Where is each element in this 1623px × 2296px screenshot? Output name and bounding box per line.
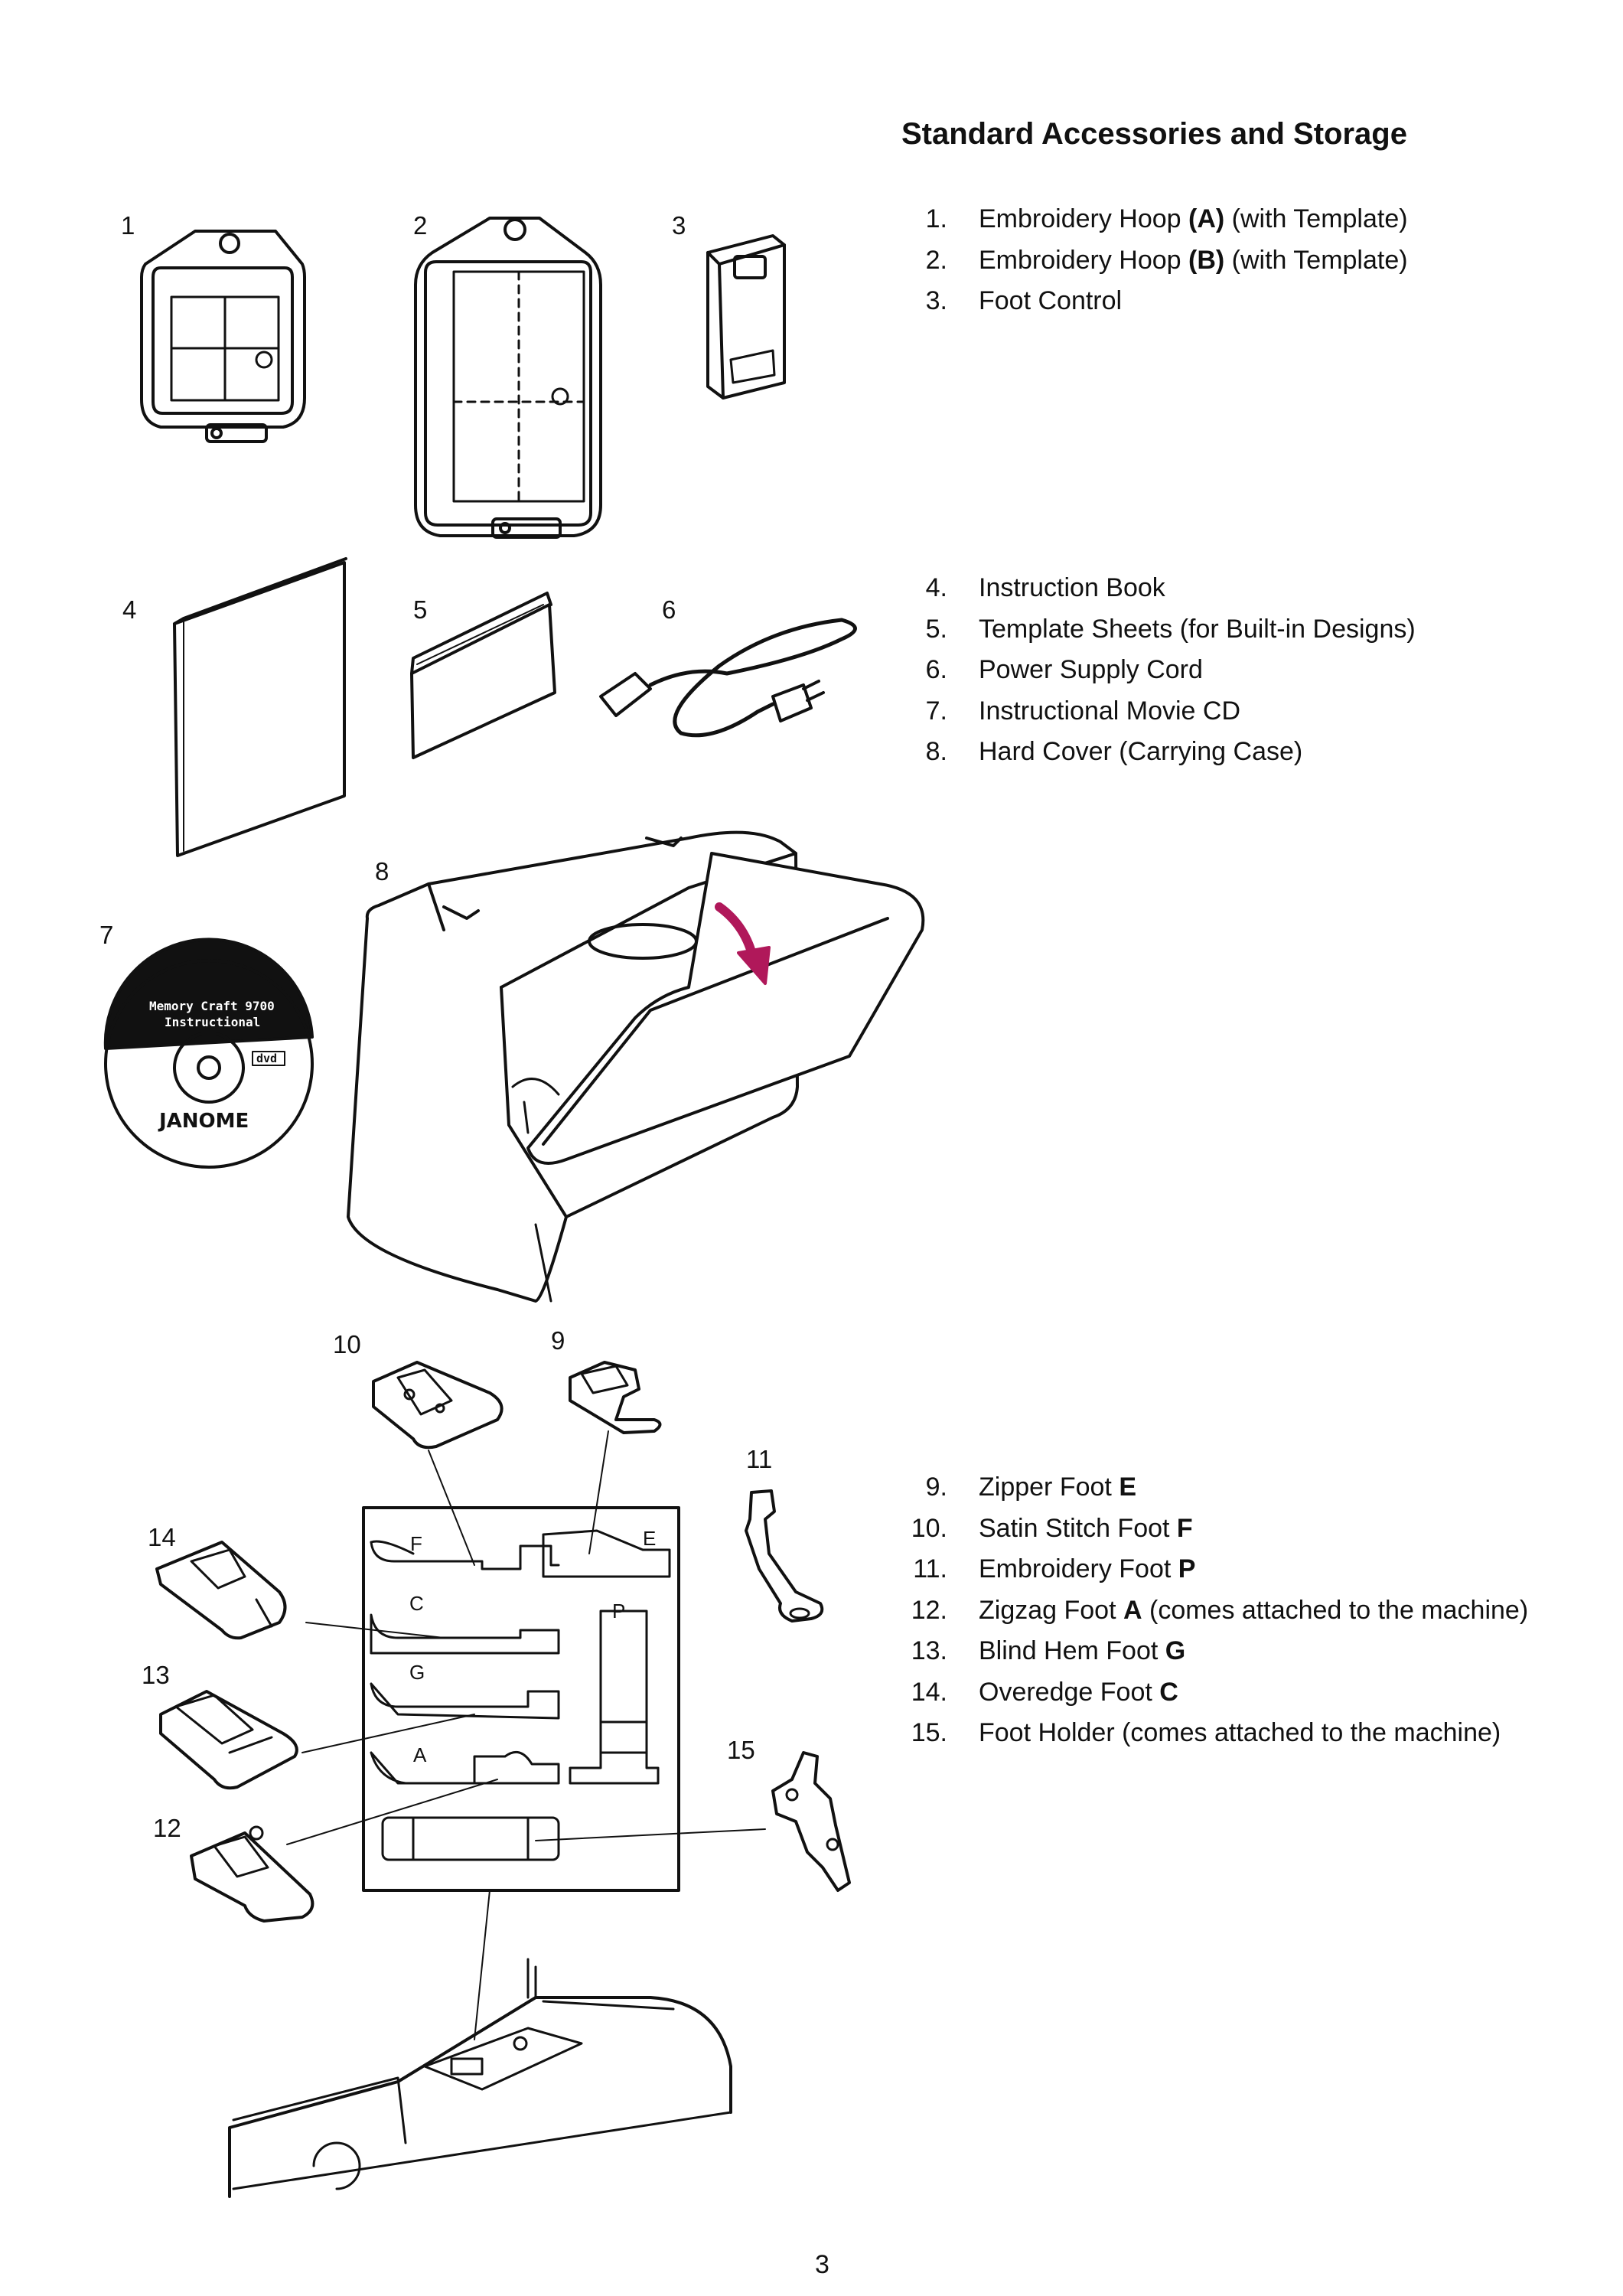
slot-label-f: F <box>410 1532 422 1555</box>
list-item: 4. Instruction Book <box>901 568 1621 609</box>
item-text: Satin Stitch Foot F <box>979 1513 1193 1543</box>
figure-label-14: 14 <box>148 1523 176 1551</box>
figure-label-10: 10 <box>333 1330 361 1358</box>
sewing-machine-bed-icon <box>228 1958 732 2198</box>
accessory-list-2: 4. Instruction Book 5. Template Sheets (fo… <box>901 568 1621 773</box>
figure-label-13: 13 <box>142 1661 170 1689</box>
item-number: 8. <box>925 737 947 766</box>
list-item: 14. Overedge Foot C <box>901 1672 1621 1714</box>
item-text: Foot Holder (comes attached to the machi… <box>979 1718 1501 1747</box>
item-number: 12. <box>911 1595 947 1625</box>
item-text: Zigzag Foot A (comes attached to the mac… <box>979 1595 1529 1625</box>
item-number: 7. <box>925 696 947 726</box>
figure-label-15: 15 <box>727 1736 755 1764</box>
figure-label-3: 3 <box>672 211 686 240</box>
item-number: 9. <box>925 1473 947 1502</box>
list-item: 7. Instructional Movie CD <box>901 691 1621 732</box>
power-cord-icon <box>599 618 857 738</box>
item-text: Embroidery Hoop (B) (with Template) <box>979 245 1408 275</box>
item-number: 2. <box>925 245 947 275</box>
figure-label-11: 11 <box>746 1445 773 1473</box>
leader-lines <box>286 1430 766 2040</box>
item-number: 6. <box>925 655 947 684</box>
embroidery-hoop-b-icon <box>414 217 602 539</box>
template-sheets-icon <box>410 592 556 759</box>
item-text: Instructional Movie CD <box>979 696 1241 726</box>
item-text: Power Supply Cord <box>979 655 1203 684</box>
item-text: Embroidery Foot P <box>979 1554 1196 1583</box>
accessory-list-3: 9. Zipper Foot E 10. Satin Stitch Foot F 1… <box>901 1467 1621 1754</box>
list-item: 3. Foot Control <box>901 281 1621 322</box>
figure-label-5: 5 <box>413 595 428 624</box>
figure-label-1: 1 <box>121 211 135 240</box>
satin-stitch-foot-icon <box>372 1361 504 1450</box>
page-number: 3 <box>815 2250 829 2279</box>
item-number: 4. <box>925 573 947 602</box>
hard-cover-case-icon <box>347 830 925 1303</box>
item-number: 10. <box>911 1513 947 1543</box>
figure-label-2: 2 <box>413 211 428 240</box>
list-item: 10. Satin Stitch Foot F <box>901 1508 1621 1550</box>
list-item: 9. Zipper Foot E <box>901 1467 1621 1508</box>
blind-hem-foot-icon <box>159 1690 298 1790</box>
item-number: 14. <box>911 1677 947 1707</box>
figure-label-12: 12 <box>153 1814 181 1842</box>
slot-label-e: E <box>643 1527 657 1550</box>
embroidery-foot-icon <box>745 1489 824 1623</box>
slot-label-p: P <box>612 1600 626 1623</box>
instructional-cd-icon <box>103 938 314 1169</box>
item-number: 13. <box>911 1636 947 1665</box>
list-item: 12. Zigzag Foot A (comes attached to the … <box>901 1590 1621 1632</box>
cd-title-line2: Instructional <box>165 1015 261 1029</box>
item-text: Instruction Book <box>979 573 1165 602</box>
item-text: Foot Control <box>979 286 1123 315</box>
overedge-foot-icon <box>155 1541 287 1640</box>
list-item: 11. Embroidery Foot P <box>901 1549 1621 1590</box>
list-item: 2. Embroidery Hoop (B) (with Template) <box>901 240 1621 282</box>
slot-label-c: C <box>409 1592 424 1615</box>
item-text: Zipper Foot E <box>979 1473 1136 1502</box>
item-number: 11. <box>913 1554 947 1583</box>
foot-control-icon <box>706 234 786 400</box>
list-item: 1. Embroidery Hoop (A) (with Template) <box>901 199 1621 240</box>
dvd-logo: dvd <box>256 1052 278 1065</box>
foot-holder-icon <box>771 1751 851 1892</box>
cd-brand: JANOME <box>159 1110 249 1133</box>
list-item: 8. Hard Cover (Carrying Case) <box>901 732 1621 773</box>
item-text: Overedge Foot C <box>979 1677 1178 1707</box>
item-number: 15. <box>911 1718 947 1747</box>
figure-label-6: 6 <box>662 595 676 624</box>
zipper-foot-icon <box>569 1361 662 1434</box>
item-text: Blind Hem Foot G <box>979 1636 1186 1665</box>
item-text: Template Sheets (for Built-in Designs) <box>979 614 1416 644</box>
item-number: 1. <box>925 204 947 233</box>
figure-label-7: 7 <box>99 921 114 949</box>
slot-label-g: G <box>409 1661 425 1684</box>
embroidery-hoop-a-icon <box>140 230 306 443</box>
zigzag-foot-icon <box>190 1825 314 1923</box>
item-text: Embroidery Hoop (A) (with Template) <box>979 204 1408 233</box>
list-item: 13. Blind Hem Foot G <box>901 1631 1621 1672</box>
figure-label-8: 8 <box>375 857 389 885</box>
storage-compartment-icon <box>362 1506 680 1892</box>
item-text: Hard Cover (Carrying Case) <box>979 737 1303 766</box>
accessory-list-1: 1. Embroidery Hoop (A) (with Template) 2.… <box>901 199 1621 322</box>
list-item: 15. Foot Holder (comes attached to the ma… <box>901 1713 1621 1754</box>
page-title: Standard Accessories and Storage <box>901 117 1407 151</box>
figure-label-4: 4 <box>122 595 137 624</box>
slot-label-a: A <box>413 1743 427 1766</box>
figure-label-9: 9 <box>551 1326 565 1355</box>
item-number: 5. <box>925 614 947 644</box>
instruction-book-icon <box>173 557 347 857</box>
item-number: 3. <box>925 286 947 315</box>
cd-title-line1: Memory Craft 9700 <box>149 999 275 1013</box>
list-item: 5. Template Sheets (for Built-in Designs) <box>901 609 1621 651</box>
list-item: 6. Power Supply Cord <box>901 650 1621 691</box>
